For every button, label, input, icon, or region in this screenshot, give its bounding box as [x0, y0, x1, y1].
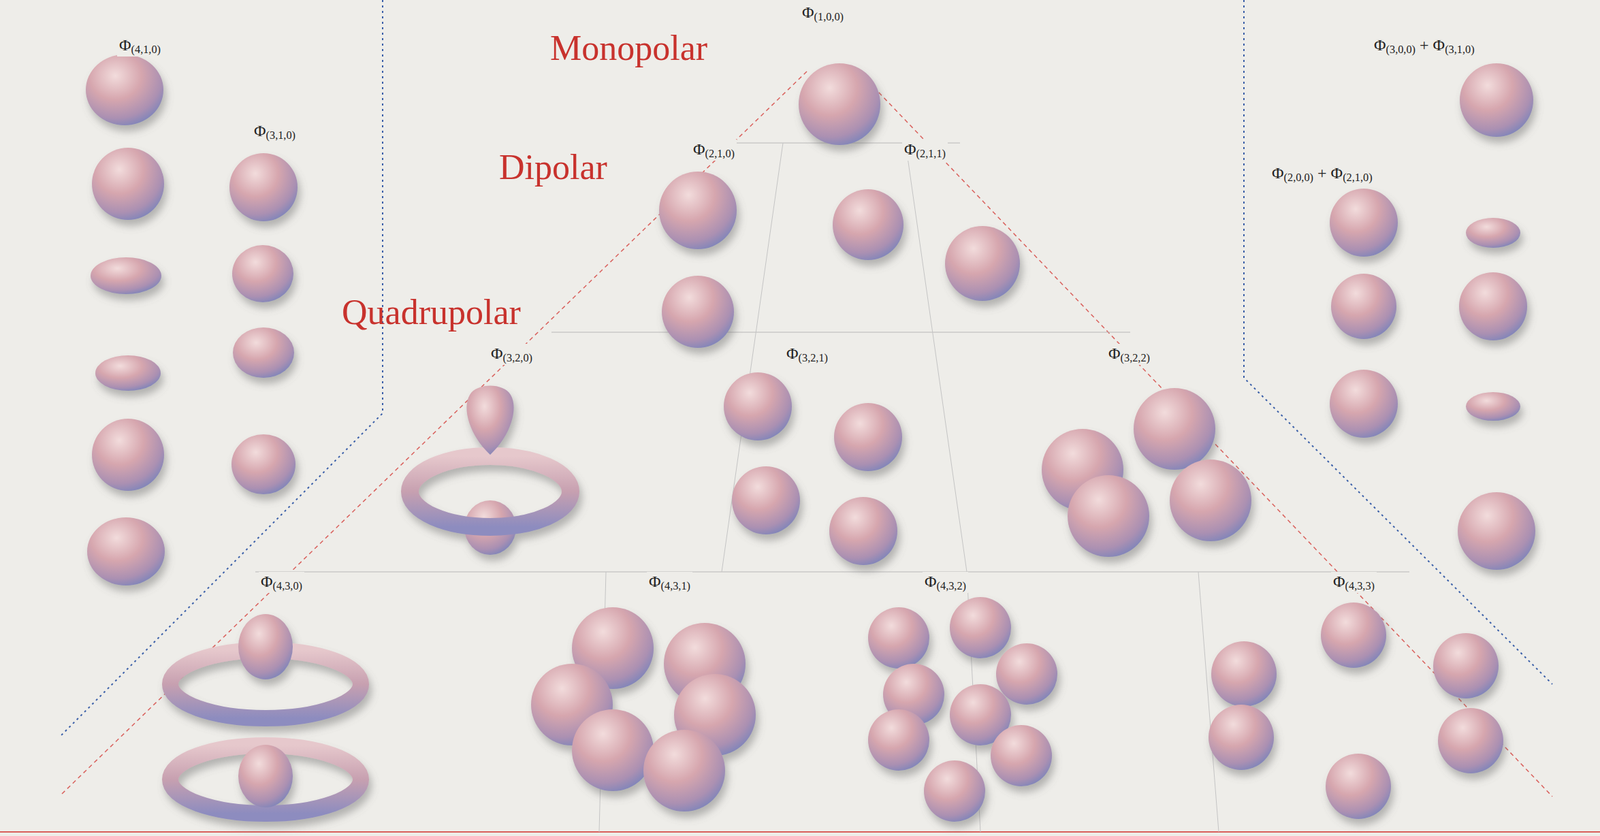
- separator-line: [1198, 571, 1219, 832]
- harmonic-shape: [238, 744, 293, 808]
- torus-shape: [170, 745, 361, 814]
- harmonic-shape: [90, 257, 162, 295]
- harmonic-shape: [868, 709, 930, 771]
- harmonic-shape: [1211, 641, 1277, 707]
- harmonic-shape: [1320, 602, 1387, 668]
- harmonic-shape: [238, 614, 293, 680]
- function-label: Φ(3,2,1): [784, 343, 830, 365]
- harmonic-shape: [1457, 492, 1536, 570]
- harmonic-shape: [923, 760, 986, 822]
- function-label: Φ(2,1,0): [691, 139, 737, 161]
- harmonic-shape: [466, 386, 514, 456]
- boundary-line: [61, 0, 383, 736]
- harmonic-shape: [990, 725, 1052, 787]
- harmonic-shape: [91, 418, 165, 491]
- pyramid-line: [61, 71, 807, 795]
- torus-shape: [409, 456, 571, 527]
- harmonic-shape: [661, 275, 734, 348]
- harmonic-shape: [1433, 633, 1499, 699]
- harmonic-shape: [949, 597, 1012, 659]
- harmonic-shape: [85, 54, 164, 126]
- function-label: Φ(3,0,0) + Φ(3,1,0): [1371, 35, 1477, 57]
- harmonic-shape: [1325, 753, 1391, 820]
- level-title: Monopolar: [550, 27, 708, 70]
- harmonic-shape: [1067, 475, 1150, 557]
- harmonic-shape: [232, 245, 294, 303]
- harmonic-shape: [829, 497, 898, 566]
- harmonic-shape: [723, 372, 792, 441]
- harmonic-shape: [996, 643, 1058, 705]
- function-label: Φ(2,1,1): [902, 139, 948, 161]
- harmonic-shape: [731, 466, 800, 535]
- shapes: [85, 54, 1536, 822]
- harmonic-shape: [834, 403, 903, 472]
- harmonic-shape: [1329, 188, 1398, 257]
- level-line: [551, 331, 1131, 333]
- pyramid-line: [863, 76, 1553, 797]
- harmonic-shape: [91, 147, 165, 220]
- function-label: Φ(3,2,0): [488, 343, 535, 365]
- function-label: Φ(3,2,2): [1106, 343, 1152, 365]
- harmonic-shape: [643, 729, 726, 812]
- function-label: Φ(2,0,0) + Φ(2,1,0): [1269, 163, 1375, 185]
- function-label: Φ(3,1,0): [251, 121, 298, 143]
- harmonic-shape: [868, 607, 930, 669]
- function-label: Φ(4,1,0): [117, 35, 163, 57]
- harmonic-shape: [571, 709, 654, 792]
- harmonic-shape: [1459, 63, 1534, 137]
- harmonic-shape: [229, 153, 298, 222]
- function-label: Φ(4,3,3): [1331, 571, 1377, 594]
- harmonic-shape: [1169, 459, 1252, 542]
- harmonic-shape: [1465, 392, 1521, 421]
- separator-line: [905, 142, 967, 572]
- base-line: [0, 831, 1600, 833]
- function-label: Φ(1,0,0): [800, 2, 846, 24]
- harmonic-shape: [87, 517, 165, 586]
- harmonic-shape: [1208, 704, 1274, 771]
- function-label: Φ(4,3,1): [646, 571, 693, 594]
- harmonic-shape: [832, 189, 904, 261]
- function-label: Φ(4,3,0): [258, 571, 305, 594]
- boundary-line: [1243, 0, 1553, 685]
- level-line: [255, 571, 1410, 572]
- harmonic-shape: [1331, 273, 1397, 340]
- level-title: Dipolar: [499, 146, 608, 189]
- function-label: Φ(4,3,2): [922, 571, 969, 594]
- harmonic-shape: [798, 63, 881, 146]
- harmonic-shape: [659, 171, 737, 250]
- harmonic-shape: [232, 327, 295, 378]
- harmonic-shape: [1465, 217, 1521, 248]
- harmonic-shape: [231, 434, 296, 495]
- harmonic-shape: [1437, 708, 1504, 774]
- harmonic-shape: [1329, 369, 1398, 438]
- harmonic-shape: [1133, 388, 1216, 470]
- harmonic-shape: [1459, 272, 1528, 341]
- level-title: Quadrupolar: [341, 291, 521, 334]
- harmonic-shape: [945, 226, 1020, 301]
- harmonic-shape: [95, 355, 161, 391]
